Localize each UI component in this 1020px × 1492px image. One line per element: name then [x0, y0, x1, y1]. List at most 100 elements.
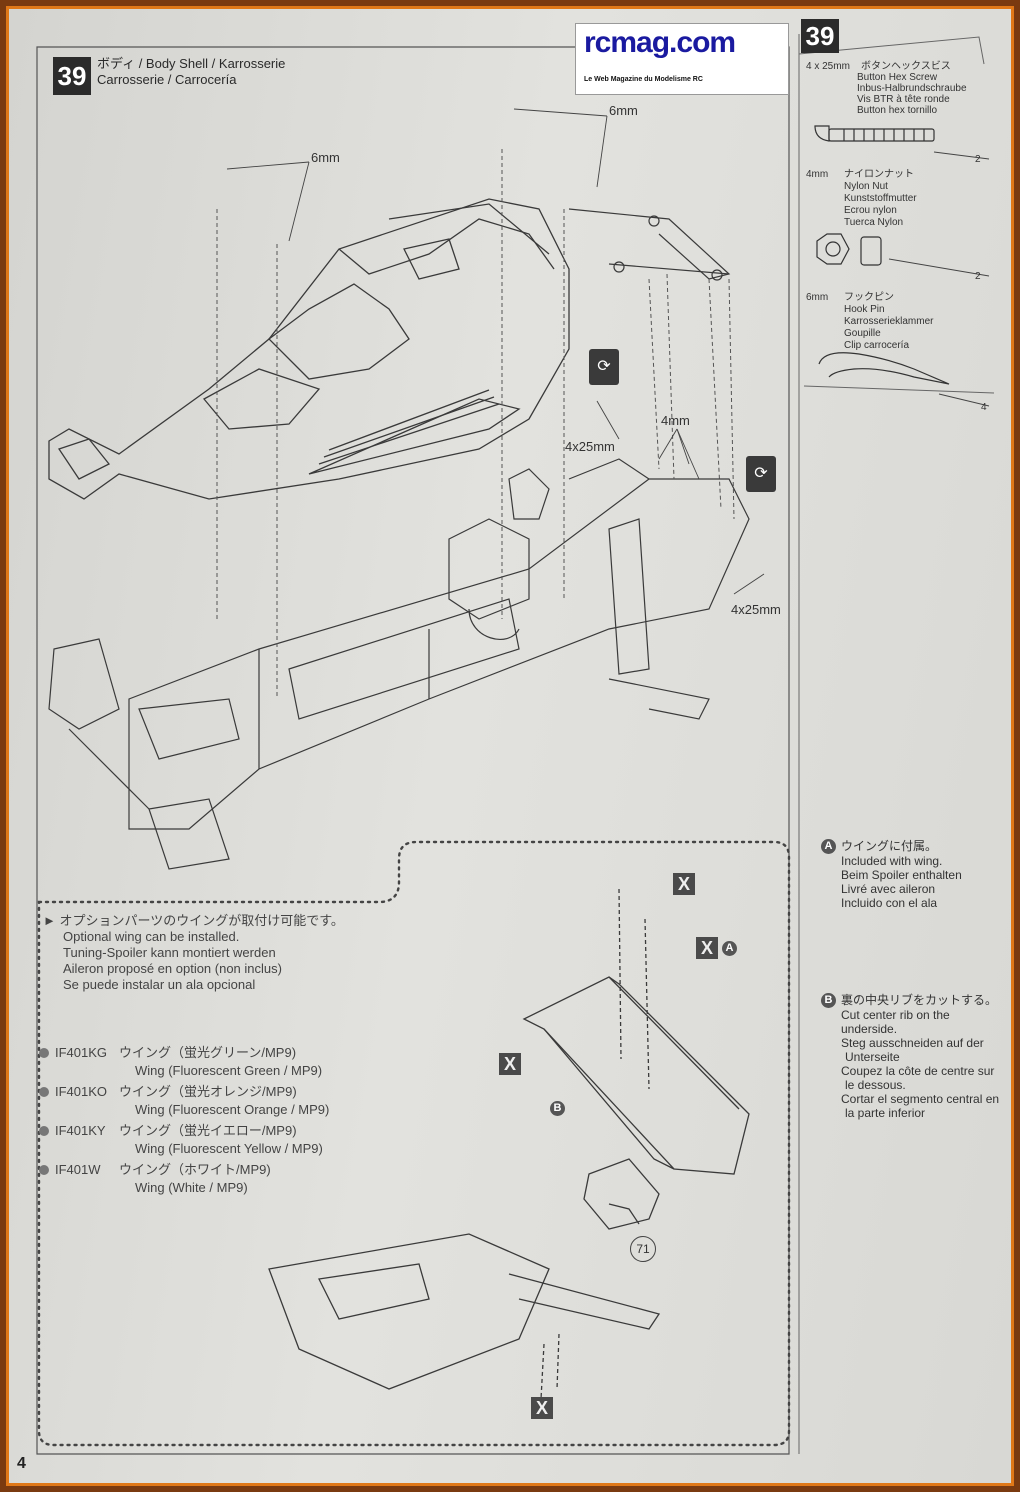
- note-b-line-7: la parte inferior: [845, 1106, 926, 1120]
- x-mark-bottom: X: [531, 1397, 553, 1419]
- chassis: [48, 458, 750, 870]
- page-frame: rcmag.com Le Web Magazine du Modelisme R…: [6, 6, 1014, 1486]
- wing-item-yellow: IF401KY ウイング（蛍光イエロー/MP9): [39, 1122, 297, 1139]
- part-name-screw-fr: Vis BTR à tête ronde: [857, 94, 950, 105]
- parts-step-number: 39: [801, 19, 839, 53]
- nut-size: 4mm: [661, 413, 690, 428]
- parts-header-line: [798, 36, 985, 65]
- bullet-icon: [39, 1126, 49, 1136]
- wing-code: IF401KY: [55, 1123, 106, 1138]
- leader-lines: [226, 108, 990, 595]
- wing-item-white: IF401W ウイング（ホワイト/MP9): [39, 1161, 271, 1178]
- note-a-line-fr: Livré avec aileron: [841, 882, 936, 896]
- note-a: A ウイングに付属。 Included with wing. Beim Spoil…: [821, 839, 1001, 910]
- part-name-nut-jp: ナイロンナット: [844, 169, 914, 180]
- note-a-line-en: Included with wing.: [841, 854, 943, 868]
- note-a-letter: A: [821, 839, 836, 854]
- note-b: B 裏の中央リブをカットする。 Cut center rib on the und…: [821, 993, 1007, 1120]
- note-b-line-2: Steg ausschneiden auf der: [841, 1036, 984, 1050]
- wing-name-jp: ウイング（蛍光グリーン/MP9): [119, 1045, 297, 1060]
- a-mark-washers: A: [722, 941, 737, 956]
- option-intro-es: Se puede instalar un ala opcional: [63, 977, 256, 992]
- logo-tagline: Le Web Magazine du Modelisme RC: [584, 76, 703, 83]
- option-intro: ► オプションパーツのウイングが取付け可能です。 Optional wing c…: [43, 913, 344, 993]
- part-size-screw: 4 x 25mm: [806, 61, 850, 72]
- hook-pin-size-left: 6mm: [311, 150, 340, 165]
- part-name-screw-jp: ボタンヘックスビス: [861, 61, 951, 72]
- part-name-nut-fr: Ecrou nylon: [844, 205, 897, 216]
- option-wing-box: [37, 840, 791, 1447]
- option-intro-fr: Aileron proposé en option (non inclus): [63, 961, 282, 976]
- wing-code: IF401KO: [55, 1084, 108, 1099]
- option-intro-en: Optional wing can be installed.: [63, 929, 240, 944]
- wing-item-white-en: Wing (White / MP9): [135, 1180, 248, 1195]
- part-qty-screw: 2: [975, 154, 981, 165]
- rotate-icon-upper: ⟳: [589, 349, 619, 385]
- manual-page: rcmag.com Le Web Magazine du Modelisme R…: [9, 9, 1011, 1483]
- note-a-line-de: Beim Spoiler enthalten: [841, 868, 962, 882]
- guide-lines: [216, 149, 735, 699]
- screw-size-upper: 4x25mm: [565, 439, 615, 454]
- option-intro-de: Tuning-Spoiler kann montiert werden: [63, 945, 276, 960]
- note-b-line-3: Unterseite: [845, 1050, 900, 1064]
- option-intro-jp: ► オプションパーツのウイングが取付け可能です。: [43, 913, 344, 928]
- rear-arm-assembly: [568, 208, 731, 281]
- b-mark-wing: B: [550, 1101, 565, 1116]
- wing-name-jp: ウイング（蛍光オレンジ/MP9): [119, 1084, 297, 1099]
- wing-item-yellow-en: Wing (Fluorescent Yellow / MP9): [135, 1141, 323, 1156]
- part-name-pin-de: Karrosserieklammer: [844, 316, 934, 327]
- step-title-line2: Carrosserie / Carrocería: [97, 72, 237, 87]
- part-name-screw-de: Inbus-Halbrundschraube: [857, 83, 967, 94]
- note-a-line-jp: ウイングに付属。: [841, 839, 938, 853]
- step-title-line1: ボディ / Body Shell / Karrosserie: [97, 56, 286, 71]
- note-b-line-6: Cortar el segmento central en: [841, 1092, 1000, 1106]
- step-outline: [36, 46, 790, 1455]
- part-name-nut-de: Kunststoffmutter: [844, 193, 917, 204]
- part-name-nut-en: Nylon Nut: [844, 181, 888, 192]
- hook-pin-size-right: 6mm: [609, 103, 638, 118]
- bullet-icon: [39, 1048, 49, 1058]
- wing-item-orange-en: Wing (Fluorescent Orange / MP9): [135, 1102, 330, 1117]
- note-a-line-es: Incluido con el ala: [841, 896, 938, 910]
- wing-item-green: IF401KG ウイング（蛍光グリーン/MP9): [39, 1044, 296, 1061]
- part-name-pin-jp: フックピン: [844, 292, 894, 303]
- bullet-icon: [39, 1087, 49, 1097]
- wing-code: IF401W: [55, 1162, 101, 1177]
- note-b-line-5: le dessous.: [845, 1078, 906, 1092]
- note-b-line-1: Cut center rib on the underside.: [841, 1008, 950, 1036]
- part-size-pin: 6mm: [806, 292, 829, 303]
- x-mark-top: X: [673, 873, 695, 895]
- part-qty-nut: 2: [975, 271, 981, 282]
- wing-item-orange: IF401KO ウイング（蛍光オレンジ/MP9): [39, 1083, 297, 1100]
- part-name-nut-es: Tuerca Nylon: [844, 217, 904, 228]
- part-qty-pin: 4: [981, 402, 987, 413]
- wing-name-jp: ウイング（ホワイト/MP9): [119, 1162, 271, 1177]
- part-name-screw-es: Button hex tornillo: [857, 105, 938, 116]
- screw-size-lower: 4x25mm: [731, 602, 781, 617]
- x-mark-wing: X: [499, 1053, 521, 1075]
- logo-text: rcmag.com: [584, 26, 736, 59]
- part-name-screw-en: Button Hex Screw: [857, 72, 938, 83]
- wing-drawing: [268, 888, 750, 1400]
- part-ref-71: 71: [630, 1236, 656, 1262]
- note-b-line-4: Coupez la côte de centre sur: [841, 1064, 995, 1078]
- note-b-line-jp: 裏の中央リブをカットする。: [841, 993, 998, 1007]
- step-number: 39: [53, 57, 91, 95]
- wing-name-jp: ウイング（蛍光イエロー/MP9): [119, 1123, 297, 1138]
- parts-box-bottom: [803, 385, 995, 394]
- body-shell: [48, 198, 570, 500]
- part-size-nut: 4mm: [806, 169, 829, 180]
- note-b-letter: B: [821, 993, 836, 1008]
- x-mark-washers: X: [696, 937, 718, 959]
- rotate-icon-lower: ⟳: [746, 456, 776, 492]
- parts-icons: [814, 125, 950, 385]
- part-name-pin-es: Clip carrocería: [844, 340, 910, 351]
- page-number: 4: [17, 1455, 26, 1472]
- part-name-pin-en: Hook Pin: [844, 304, 885, 315]
- wing-code: IF401KG: [55, 1045, 108, 1060]
- assembly-drawing: [36, 34, 995, 1455]
- rcmag-logo: rcmag.com Le Web Magazine du Modelisme R…: [575, 23, 789, 95]
- bullet-icon: [39, 1165, 49, 1175]
- wing-item-green-en: Wing (Fluorescent Green / MP9): [135, 1063, 323, 1078]
- part-name-pin-fr: Goupille: [844, 328, 881, 339]
